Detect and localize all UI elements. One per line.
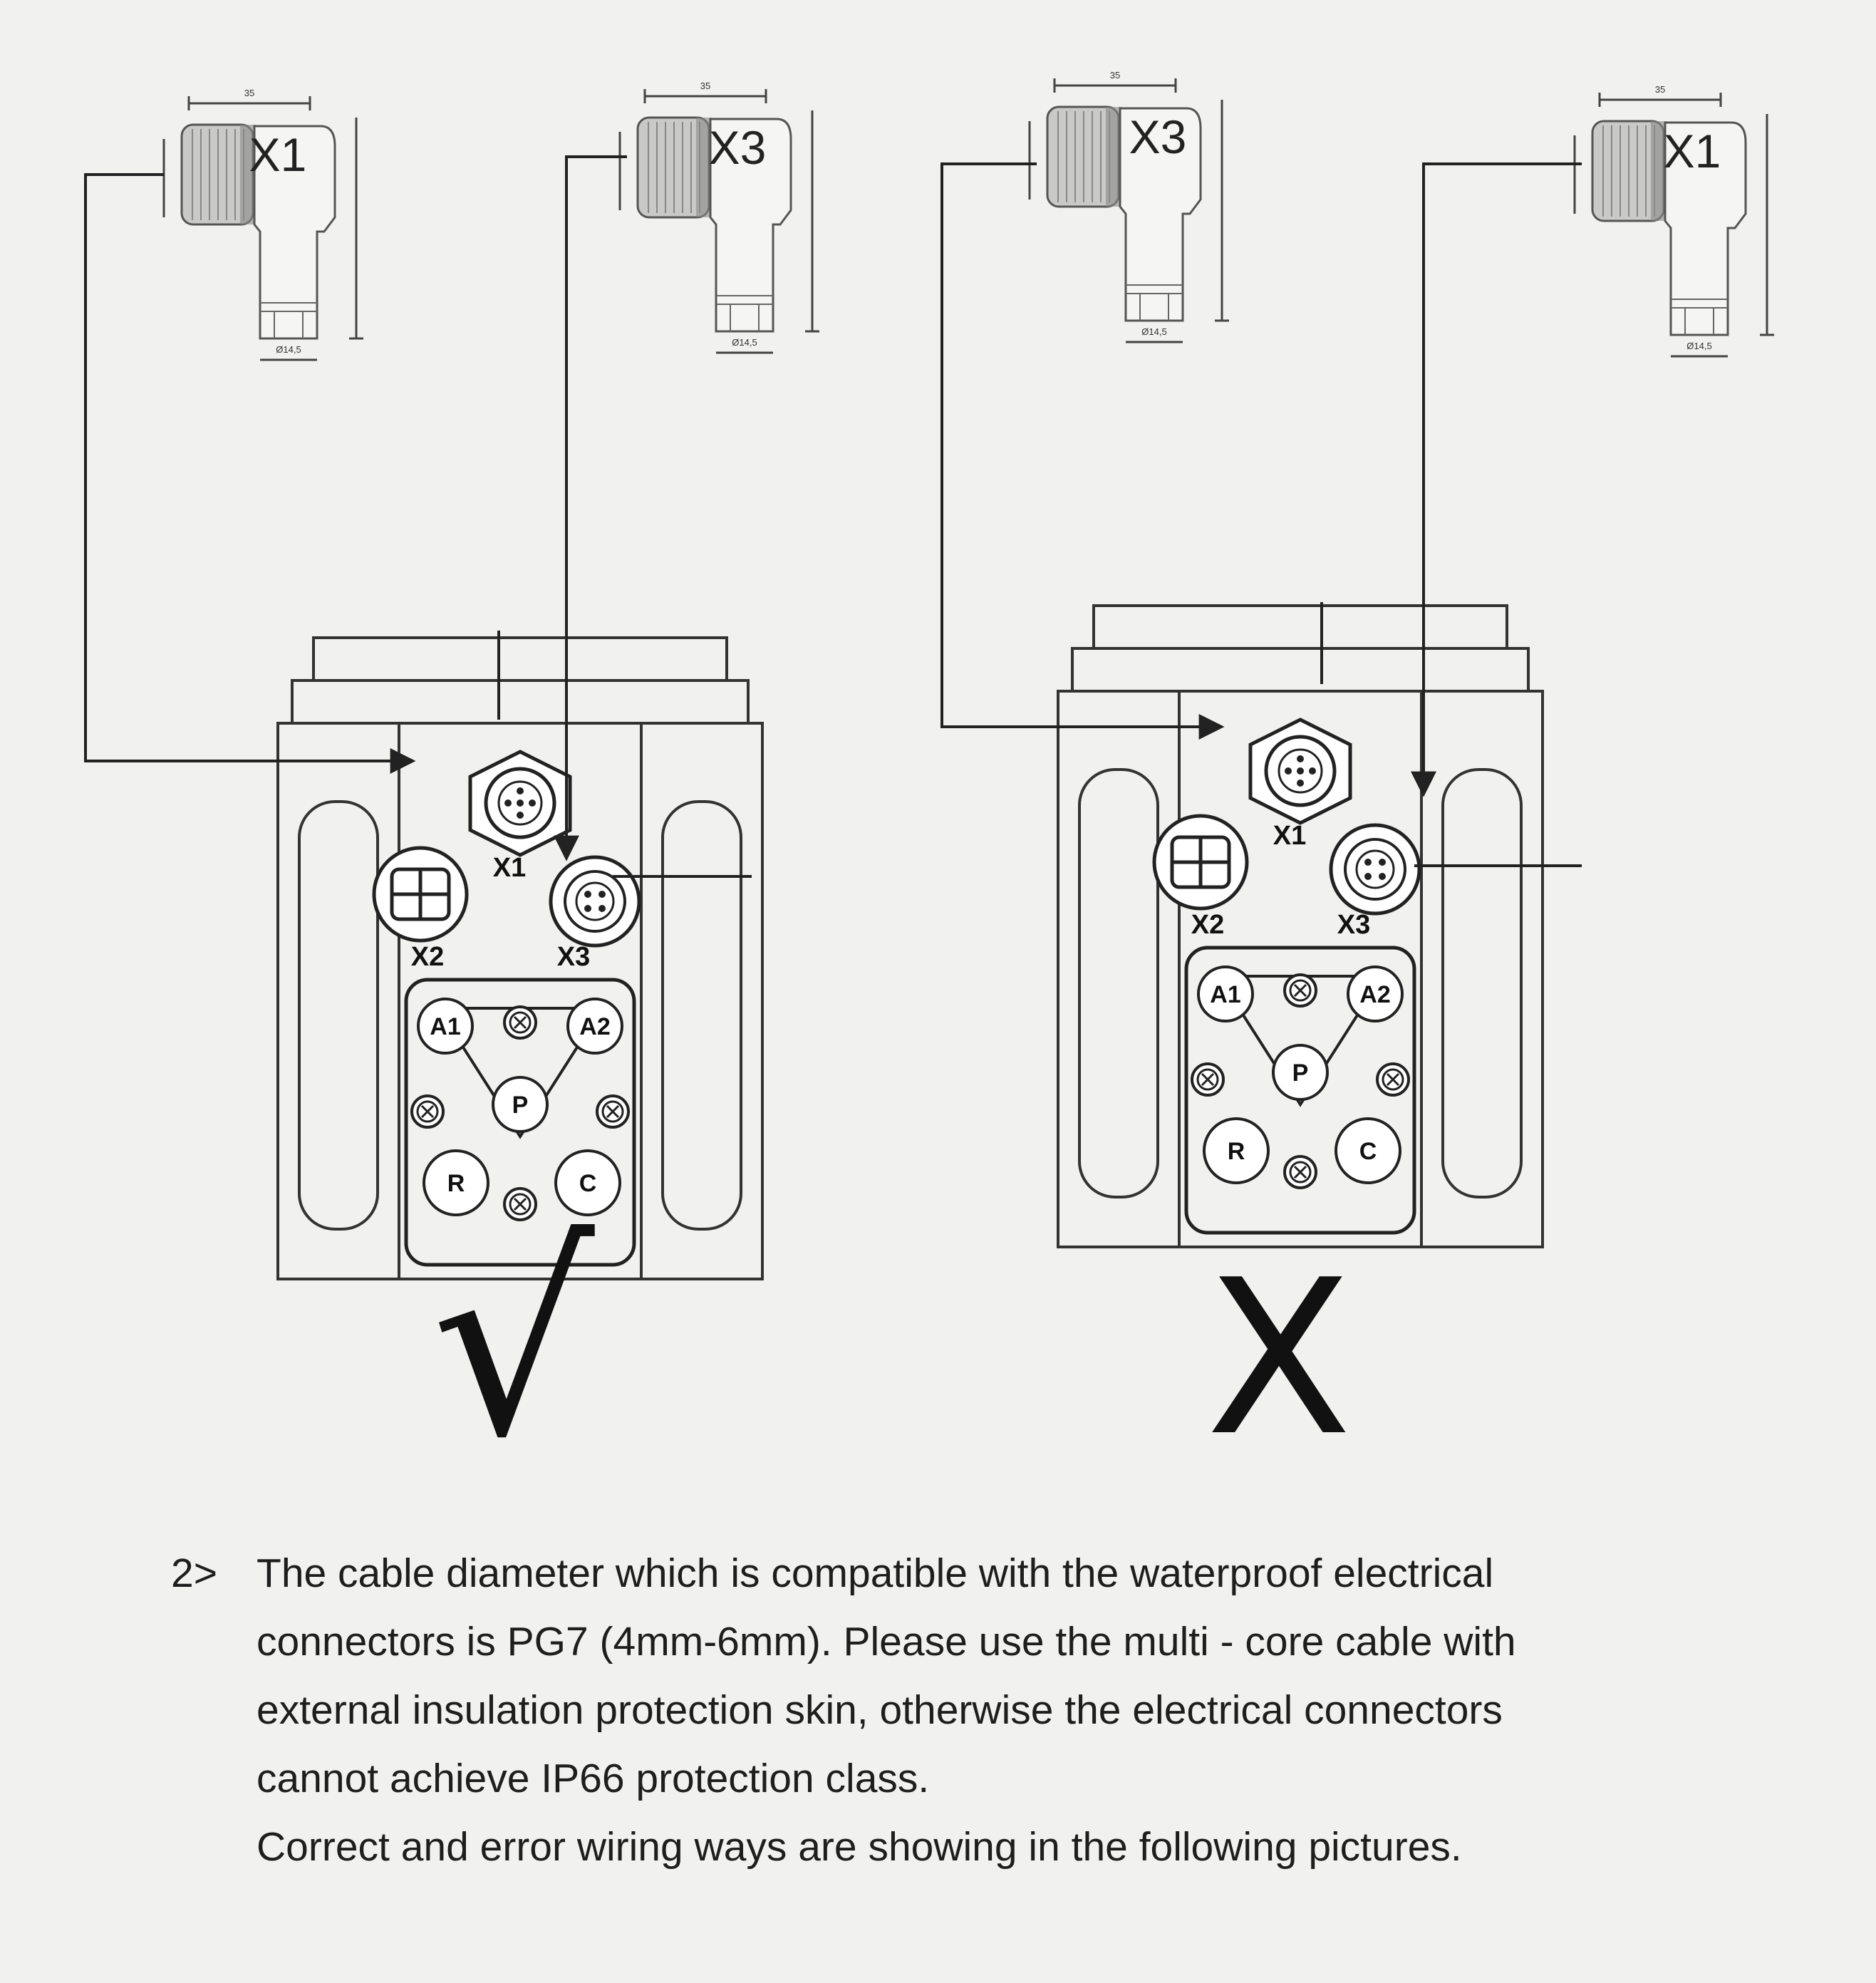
note-line: cannot achieve IP66 protection class. — [256, 1744, 1738, 1813]
connector-left-x1: X1 35 Ø14,5 — [164, 88, 363, 360]
port-label-x2: X2 — [1191, 910, 1224, 940]
terminal-p: P — [1292, 1060, 1309, 1087]
connector-label: X1 — [249, 128, 307, 181]
terminal-c: C — [579, 1170, 597, 1197]
terminal-a2: A2 — [1359, 981, 1390, 1008]
port-label-x2: X2 — [411, 942, 444, 972]
dimension-label: 35 — [1110, 70, 1120, 81]
dimension-label: Ø14,5 — [1686, 341, 1711, 351]
note-line: connectors is PG7 (4mm-6mm). Please use … — [256, 1607, 1738, 1676]
terminal-a2: A2 — [579, 1013, 610, 1040]
dimension-label: Ø14,5 — [276, 344, 301, 355]
connector-right-x3: X3 35 Ø14,5 — [1030, 70, 1229, 342]
port-label-x3: X3 — [557, 942, 590, 972]
note-paragraph: 2> The cable diameter which is compatibl… — [171, 1539, 1738, 1881]
terminal-c: C — [1359, 1138, 1377, 1165]
port-label-x1: X1 — [493, 853, 526, 883]
wrong-mark: X — [1206, 1234, 1352, 1483]
dimension-label: Ø14,5 — [1141, 326, 1166, 337]
terminal-r: R — [1228, 1138, 1245, 1165]
connector-label: X1 — [1664, 125, 1721, 177]
correct-mark: √ — [431, 1194, 596, 1493]
device-left: X1 X2 X3 A1 A2 P R C — [278, 638, 762, 1279]
wire-left-x3 — [566, 157, 627, 859]
dimension-label: 35 — [1655, 84, 1665, 95]
terminal-p: P — [512, 1092, 529, 1119]
terminal-a1: A1 — [1210, 981, 1240, 1008]
note-line: Correct and error wiring ways are showin… — [256, 1813, 1738, 1881]
note-line: external insulation protection skin, oth… — [256, 1676, 1738, 1744]
wire-left-x1 — [85, 175, 413, 761]
connector-label: X3 — [709, 121, 767, 174]
note-line: The cable diameter which is compatible w… — [256, 1539, 1738, 1607]
note-number: 2> — [171, 1539, 217, 1607]
connector-left-x3: X3 35 Ø14,5 — [620, 81, 819, 353]
port-label-x3: X3 — [1337, 910, 1370, 940]
wire-right-x1 — [1424, 164, 1582, 794]
dimension-label: 35 — [700, 81, 710, 91]
device-right: X1 X2 X3 A1 A2 P R C — [1058, 606, 1543, 1247]
connector-label: X3 — [1129, 110, 1187, 163]
connector-right-x1: X1 35 Ø14,5 — [1575, 84, 1774, 356]
terminal-a1: A1 — [430, 1013, 460, 1040]
port-label-x1: X1 — [1273, 821, 1306, 851]
terminal-r: R — [447, 1170, 465, 1197]
dimension-label: Ø14,5 — [732, 337, 757, 348]
dimension-label: 35 — [244, 88, 254, 98]
